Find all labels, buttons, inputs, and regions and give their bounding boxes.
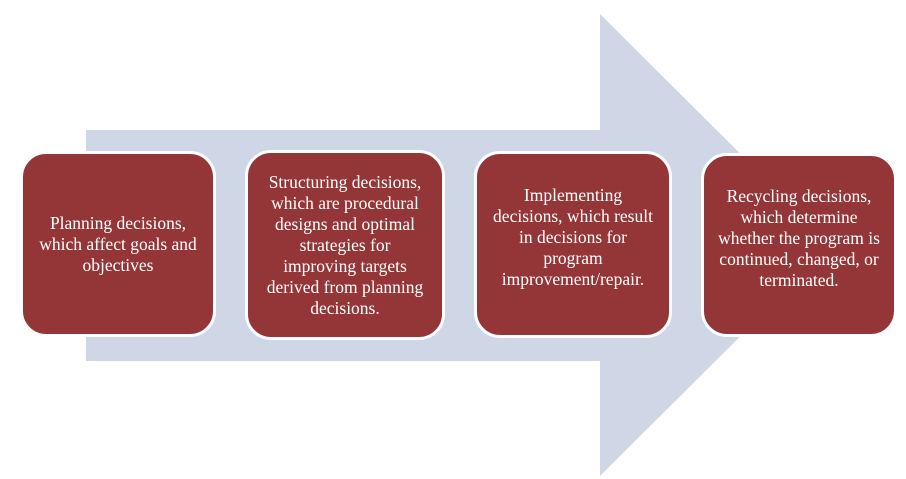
step-text: Structuring decisions, which are procedu… xyxy=(266,171,424,318)
step-planning: Planning decisions, which affect goals a… xyxy=(20,151,216,337)
step-structuring: Structuring decisions, which are procedu… xyxy=(245,150,445,340)
arrow-shape xyxy=(86,14,832,476)
step-text: Planning decisions, which affect goals a… xyxy=(39,212,197,275)
step-recycling: Recycling decisions, which determine whe… xyxy=(701,153,897,337)
step-implementing: Implementing decisions, which result in … xyxy=(474,151,672,338)
step-text: Recycling decisions, which determine whe… xyxy=(718,185,880,290)
step-text: Implementing decisions, which result in … xyxy=(493,185,653,289)
